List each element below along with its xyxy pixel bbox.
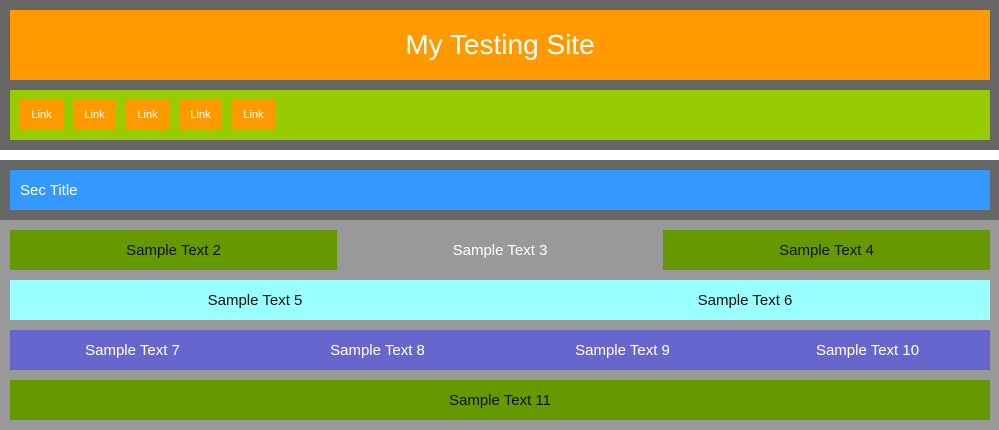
nav-link-5[interactable]: Link bbox=[232, 100, 275, 130]
site-title: My Testing Site bbox=[405, 29, 595, 60]
content-row-3: Sample Text 7 Sample Text 8 Sample Text … bbox=[10, 330, 990, 370]
section-title-text: Sec Title bbox=[20, 181, 78, 199]
content-row-4: Sample Text 11 bbox=[10, 380, 990, 420]
sample-text-11: Sample Text 11 bbox=[448, 391, 551, 409]
sample-text-7: Sample Text 7 bbox=[85, 341, 180, 359]
nav-link-4[interactable]: Link bbox=[179, 100, 222, 130]
sample-text-10: Sample Text 10 bbox=[815, 341, 920, 359]
nav-link-3[interactable]: Link bbox=[126, 100, 169, 130]
nav-link-2[interactable]: Link bbox=[73, 100, 116, 130]
section-title: Sec Title bbox=[10, 170, 990, 210]
sample-text-5: Sample Text 5 bbox=[207, 291, 303, 309]
content-row-2: Sample Text 5 Sample Text 6 bbox=[10, 280, 990, 320]
content-row-1: Sample Text 2 Sample Text 3 Sample Text … bbox=[10, 230, 990, 270]
site-header: My Testing Site bbox=[10, 10, 990, 80]
sample-text-4: Sample Text 4 bbox=[663, 230, 990, 270]
sample-text-8: Sample Text 8 bbox=[330, 341, 425, 359]
sample-text-3: Sample Text 3 bbox=[452, 241, 548, 259]
sample-text-6: Sample Text 6 bbox=[697, 291, 793, 309]
sample-text-9: Sample Text 9 bbox=[575, 341, 670, 359]
nav-link-1[interactable]: Link bbox=[20, 100, 63, 130]
nav-bar: Link Link Link Link Link bbox=[10, 90, 990, 140]
sample-text-2: Sample Text 2 bbox=[10, 230, 337, 270]
